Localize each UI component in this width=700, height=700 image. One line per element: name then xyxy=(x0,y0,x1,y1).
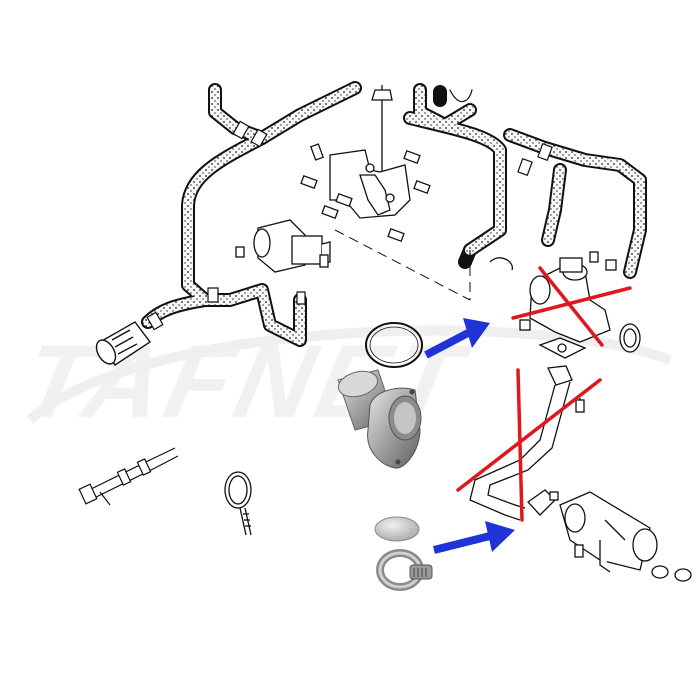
blanking-pipe-icon xyxy=(337,369,422,469)
egr-cooler xyxy=(527,489,692,582)
remove-cross-egr-valve xyxy=(511,266,632,347)
blank-plate-icon xyxy=(374,516,420,542)
hose-clamp-icon xyxy=(376,549,433,591)
mounting-bracket xyxy=(300,85,431,242)
leader-lines xyxy=(334,229,471,301)
fuel-filter xyxy=(95,321,152,366)
coolant-hoses xyxy=(141,81,647,347)
egr-solenoid-valve xyxy=(235,219,331,273)
cable-tie xyxy=(224,471,252,536)
arrow-plate-to-cooler-port xyxy=(433,521,515,554)
o-ring-icon xyxy=(365,322,423,368)
sensor-connector xyxy=(78,447,179,506)
remove-cross-egr-pipe xyxy=(456,368,602,522)
arrow-pipe-to-valve-port xyxy=(424,318,490,359)
egr-pipe xyxy=(469,365,585,521)
